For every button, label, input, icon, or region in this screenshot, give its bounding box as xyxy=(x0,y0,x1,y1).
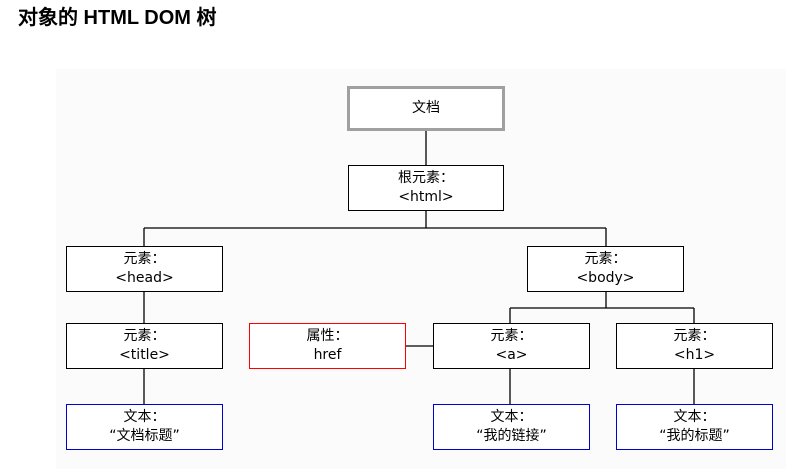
node-type-label: 元素： xyxy=(490,328,533,344)
title-text-node: 文本： “文档标题” xyxy=(66,404,223,450)
title-element-node: 元素： <title> xyxy=(66,323,223,369)
node-value-label: <html> xyxy=(398,189,454,205)
node-type-label: 文本： xyxy=(673,409,716,425)
node-type-label: 元素： xyxy=(673,328,716,344)
node-type-label: 元素： xyxy=(584,251,627,267)
document-label: 文档 xyxy=(412,100,440,116)
body-element-node: 元素： <body> xyxy=(527,246,684,292)
node-value-label: “我的链接” xyxy=(476,428,547,444)
href-attribute-node: 属性： href xyxy=(249,323,406,369)
node-value-label: <h1> xyxy=(673,347,716,363)
root-element-node: 根元素： <html> xyxy=(348,165,504,211)
node-type-label: 文本： xyxy=(490,409,533,425)
page-title: 对象的 HTML DOM 树 xyxy=(18,7,217,29)
node-type-label: 元素： xyxy=(123,328,166,344)
h1-element-node: 元素： <h1> xyxy=(616,323,773,369)
node-value-label: <head> xyxy=(115,270,174,286)
node-value-label: <title> xyxy=(119,347,170,363)
node-value-label: href xyxy=(313,347,342,363)
node-value-label: <body> xyxy=(576,270,635,286)
node-type-label: 根元素： xyxy=(398,170,454,186)
document-node: 文档 xyxy=(347,86,505,131)
node-value-label: <a> xyxy=(495,347,528,363)
node-value-label: “我的标题” xyxy=(659,428,730,444)
h1-text-node: 文本： “我的标题” xyxy=(616,404,773,450)
node-value-label: “文档标题” xyxy=(109,428,180,444)
node-type-label: 文本： xyxy=(123,409,166,425)
a-element-node: 元素： <a> xyxy=(433,323,590,369)
a-text-node: 文本： “我的链接” xyxy=(433,404,590,450)
head-element-node: 元素： <head> xyxy=(66,246,223,292)
node-type-label: 属性： xyxy=(306,328,349,344)
node-type-label: 元素： xyxy=(123,251,166,267)
